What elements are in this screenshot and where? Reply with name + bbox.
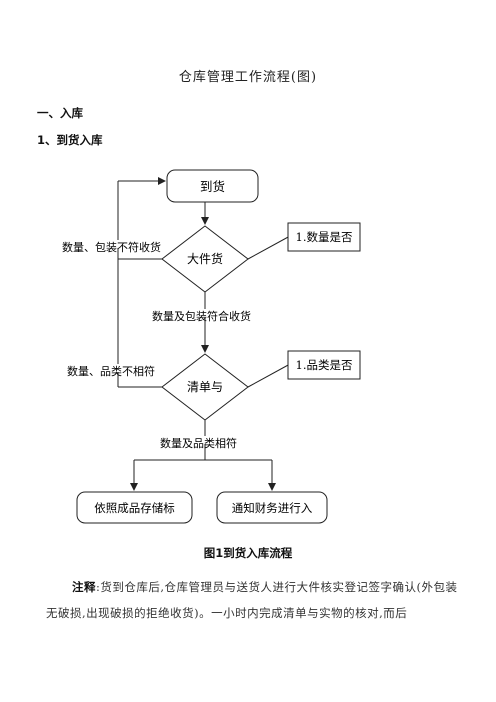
end-box-storage: 依照成品存储标 xyxy=(76,491,193,524)
decision-bulk-check: 大件货 xyxy=(161,225,249,293)
reject-label-2: 数量、品类不相符 xyxy=(67,364,155,378)
subsection-heading: 1、到货入库 xyxy=(37,133,103,147)
reject-label-1: 数量、包装不符收货 xyxy=(62,240,161,254)
pass-arrow-2: 数量及品类相符 xyxy=(130,420,276,491)
note-paragraph: 注释:货到仓库后,仓库管理员与送货人进行大件核实登记签字确认(外包装无破损,出现… xyxy=(46,574,466,626)
decision-bulk-label: 大件货 xyxy=(187,251,223,266)
end-box-storage-label: 依照成品存储标 xyxy=(94,501,175,515)
note-box-category: 1.品类是否 xyxy=(247,350,361,388)
pass-arrow-1: 数量及包装符合收货 xyxy=(150,292,254,353)
note-category-label: 1.品类是否 xyxy=(296,358,353,372)
end-box-finance-label: 通知财务进行入 xyxy=(232,501,313,515)
note-text: :货到仓库后,仓库管理员与送货人进行大件核实登记签字确认(外包装无破损,出现破损… xyxy=(46,580,458,620)
start-box-label: 到货 xyxy=(200,179,225,194)
figure-caption: 图1到货入库流程 xyxy=(203,546,293,560)
pass-label-2: 数量及品类相符 xyxy=(160,436,237,450)
pass-label-1: 数量及包装符合收货 xyxy=(152,309,251,323)
end-box-finance: 通知财务进行入 xyxy=(216,491,328,524)
note-label: 注释 xyxy=(72,580,96,594)
note-box-quantity: 1.数量是否 xyxy=(247,222,361,260)
reject-loop-2: 数量、品类不相符 xyxy=(65,259,162,388)
start-box: 到货 xyxy=(166,169,259,203)
note-quantity-label: 1.数量是否 xyxy=(296,230,353,244)
section-heading: 一、入库 xyxy=(37,106,83,120)
decision-list-check: 清单与 xyxy=(161,353,249,421)
page-title: 仓库管理工作流程(图) xyxy=(178,70,318,85)
reject-loop-1: 数量、包装不符收货 xyxy=(60,177,166,260)
decision-list-label: 清单与 xyxy=(187,380,223,394)
